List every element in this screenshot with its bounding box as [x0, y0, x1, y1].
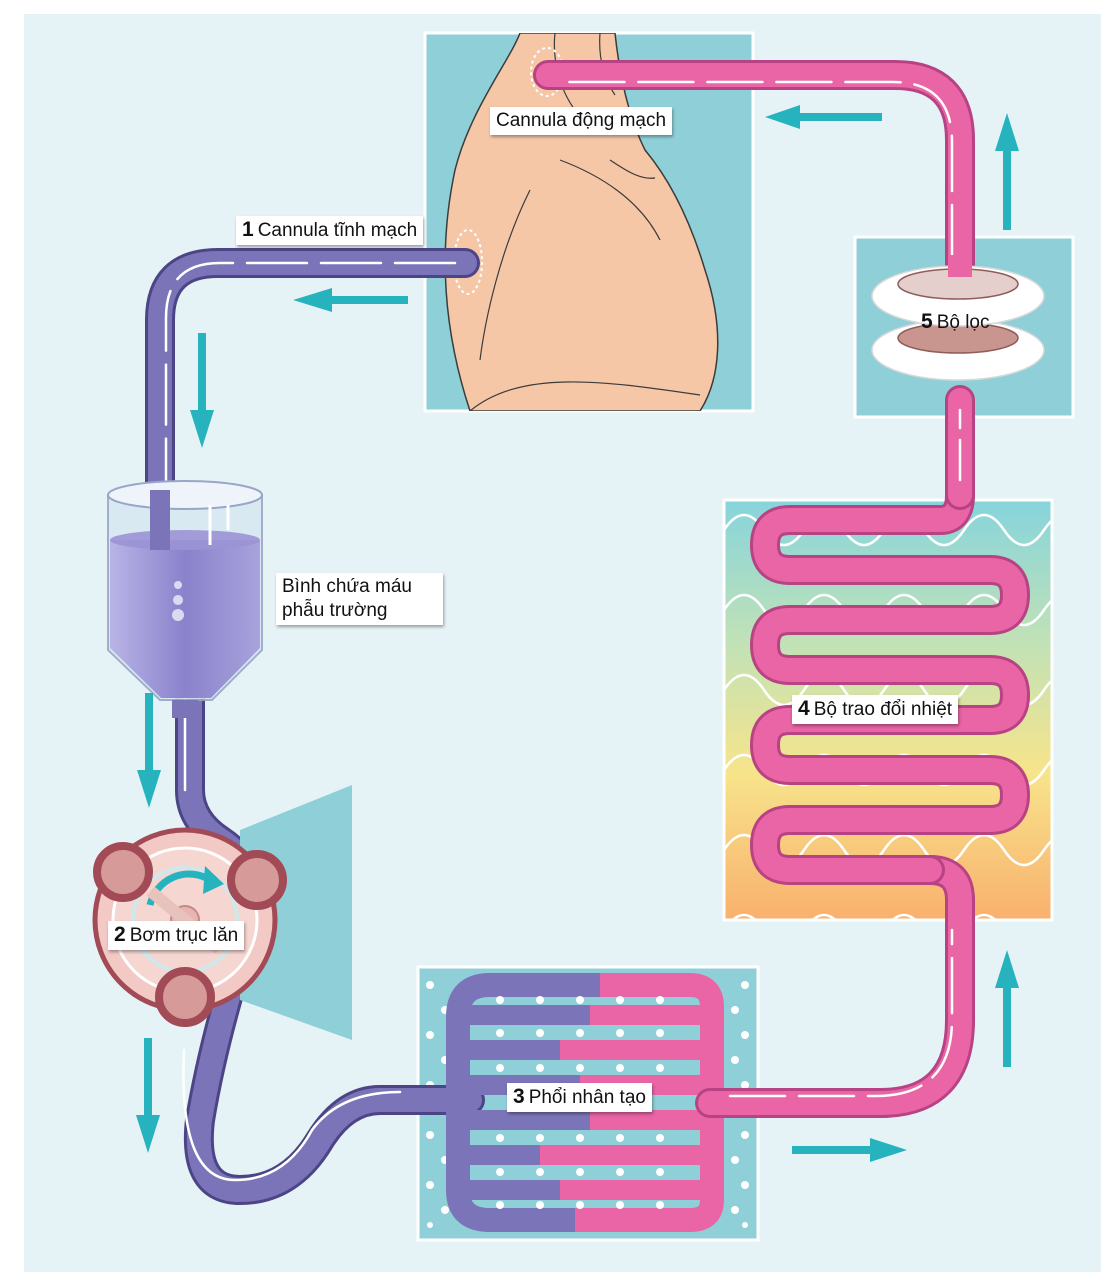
arterial-cannula-label: Cannula động mạch [490, 107, 673, 135]
arrow-down-1 [190, 333, 214, 448]
venous-cannula-number: 1 [242, 218, 254, 241]
reservoir-label-line2: phẫu trường [282, 600, 388, 621]
arterial-cannula-text: Cannula động mạch [496, 110, 667, 131]
oxygenator-bubbles [426, 981, 749, 1228]
roller-pump-text: Bơm trục lăn [129, 925, 239, 946]
flow-arrows [136, 105, 1019, 1162]
filter-device [871, 255, 1045, 381]
arterial-line [533, 60, 1030, 1118]
arrow-left-venous [293, 288, 408, 312]
roller-pump-number: 2 [114, 923, 126, 946]
heat-exchanger-text: Bộ trao đổi nhiệt [813, 699, 953, 720]
oxygenator-number: 3 [513, 1085, 525, 1108]
filter-number: 5 [921, 310, 933, 333]
heat-exchanger-number: 4 [798, 697, 810, 720]
arrow-down-3 [136, 1038, 160, 1153]
reservoir-label-line1: Bình chứa máu [282, 576, 412, 597]
oxygenator-serpentine [446, 973, 724, 1232]
blood-reservoir [107, 480, 263, 718]
oxygenator-text: Phổi nhân tạo [528, 1087, 646, 1108]
arrow-down-2 [137, 693, 161, 808]
arrow-right-bottom [792, 1138, 907, 1162]
roller-pump [92, 785, 352, 1040]
arrow-up-bottom [995, 950, 1019, 1067]
reservoir-label: Bình chứa máu phẫu trường [276, 573, 443, 625]
filter-text: Bộ lọc [936, 312, 990, 333]
pump-rollers [93, 842, 287, 1027]
arrow-left-top [765, 105, 882, 129]
arrow-up-top [995, 113, 1019, 230]
venous-cannula-text: Cannula tĩnh mạch [257, 220, 418, 241]
